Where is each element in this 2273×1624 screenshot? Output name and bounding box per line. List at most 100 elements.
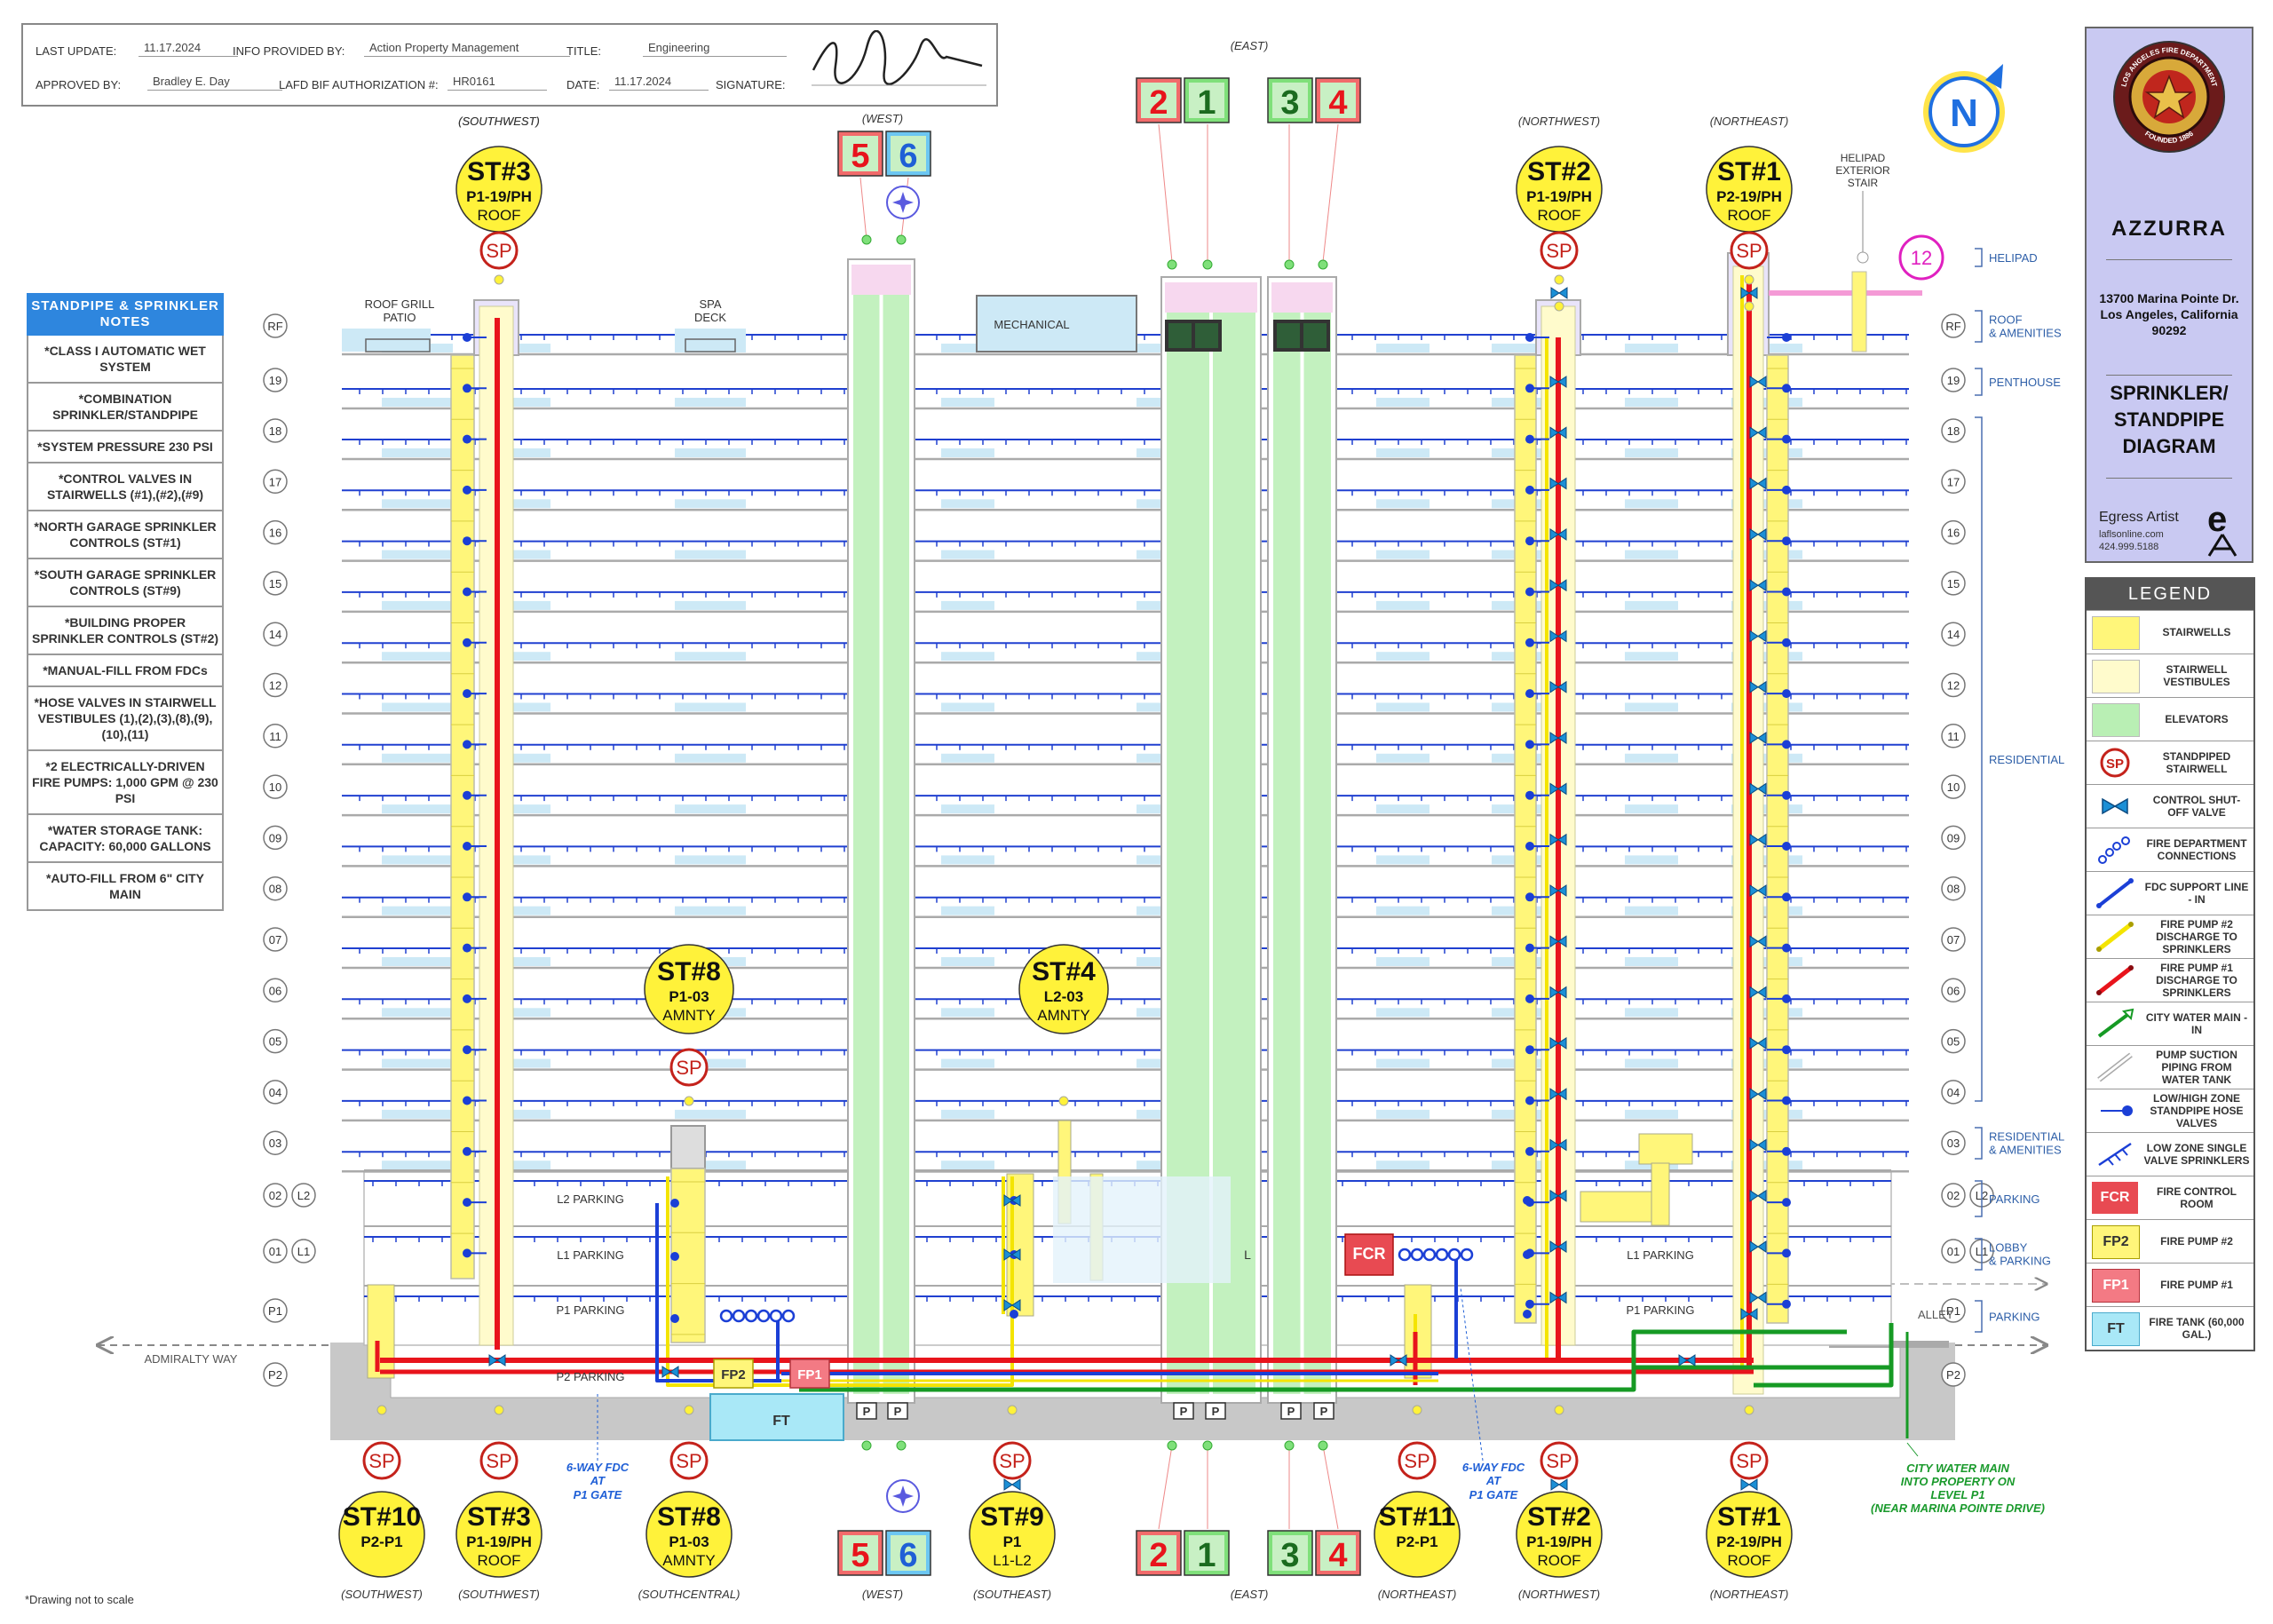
hose-valve	[463, 587, 471, 597]
note-item: *CONTROL VALVES IN STAIRWELLS (#1),(#2),…	[27, 463, 224, 511]
stair-direction: (NORTHEAST)	[1378, 1588, 1457, 1601]
stair-badge-sub2: AMNTY	[662, 1552, 716, 1569]
egress-artist-logo-icon: e	[2207, 500, 2237, 557]
elevator-number-inner	[891, 136, 926, 171]
helipad-stair-label: HELIPAD	[1841, 152, 1886, 164]
auth-value: HR0161	[447, 75, 547, 91]
window-block	[1376, 398, 1430, 407]
window-block	[675, 1161, 746, 1170]
sp-badge-icon	[1730, 1441, 1769, 1480]
window-block	[675, 1058, 746, 1068]
window-block	[1376, 804, 1430, 814]
st8-roof-access	[670, 1125, 706, 1169]
sp-label: SP	[999, 1450, 1025, 1472]
helipad-marker-label: 12	[1911, 247, 1932, 269]
ft-label: FT	[772, 1414, 790, 1429]
level-marker	[291, 1183, 316, 1208]
sp-label: SP	[1546, 1450, 1572, 1472]
note-item: *SYSTEM PRESSURE 230 PSI	[27, 432, 224, 463]
stairwell-swatch	[2092, 616, 2140, 650]
elevator-machine	[1168, 323, 1192, 348]
hose-valve	[1782, 943, 1791, 953]
stair-direction: (SOUTHWEST)	[458, 1588, 540, 1601]
control-valve-icon	[1549, 376, 1567, 388]
window-block	[497, 344, 550, 353]
level-label: 01	[269, 1245, 281, 1258]
elevator-car-lane	[853, 295, 880, 1394]
control-valve-icon	[1549, 884, 1567, 897]
control-valve-icon	[1749, 986, 1767, 999]
window-block	[675, 652, 746, 661]
marker-dot	[1744, 274, 1754, 285]
elevator-number: 4	[1328, 84, 1347, 122]
level-marker	[263, 1130, 288, 1155]
legend: LEGEND STAIRWELLS STAIRWELL VESTIBULES E…	[2085, 577, 2255, 1351]
window-block	[941, 804, 994, 814]
window-block	[1625, 957, 1678, 966]
vestibule-swatch	[2092, 660, 2140, 693]
level-marker	[263, 774, 288, 799]
p1-parking-east-label: P1 PARKING	[1626, 1303, 1694, 1317]
control-valve-icon	[1749, 833, 1767, 846]
fire-tank	[709, 1393, 844, 1441]
elevator-machine-room	[1271, 282, 1333, 313]
sp-badge-icon	[669, 1441, 709, 1480]
elevator-direction: (EAST)	[1231, 1588, 1269, 1601]
control-valve-icon	[1549, 477, 1567, 490]
level-label: 18	[1947, 424, 1960, 438]
window-block	[382, 753, 453, 763]
hose-valve	[1782, 1299, 1791, 1309]
elevator-car-lane	[1273, 313, 1301, 1394]
control-valve-icon	[661, 1366, 679, 1378]
level-marker	[1941, 774, 1966, 799]
hose-valve	[463, 689, 471, 699]
zone-label: HELIPAD	[1989, 251, 2038, 265]
stair-badge	[1374, 1491, 1461, 1578]
marker-dot	[1167, 259, 1177, 270]
legend-label: FDC SUPPORT LINE - IN	[2144, 881, 2249, 906]
window-block	[675, 499, 746, 509]
hose-valve	[1782, 587, 1791, 597]
hose-valve	[1010, 1310, 1018, 1319]
pit-box	[1205, 1402, 1226, 1420]
elevator-direction: (EAST)	[1231, 39, 1269, 52]
north-label: N	[1950, 91, 1978, 135]
fire-pump-1	[789, 1359, 830, 1389]
roof-grill-rail	[365, 338, 431, 353]
legend-label: LOW/HIGH ZONE STANDPIPE HOSE VALVES	[2150, 1092, 2244, 1129]
marker-dot	[1007, 1405, 1018, 1415]
marker-dot	[861, 234, 872, 245]
marker-dot	[1744, 301, 1754, 312]
control-valve-icon	[1749, 630, 1767, 643]
hose-valve	[463, 790, 471, 800]
window-block	[497, 957, 550, 966]
legend-row-elevators: ELEVATORS	[2087, 697, 2253, 741]
level-label: 03	[1947, 1137, 1960, 1150]
sp-badge-icon	[1398, 1441, 1437, 1480]
window-block	[382, 499, 453, 509]
signature	[812, 30, 986, 86]
stair-badge-name: ST#2	[1527, 1502, 1591, 1532]
level-marker	[263, 418, 288, 443]
legend-label: FIRE DEPARTMENT CONNECTIONS	[2146, 837, 2247, 862]
level-label: 12	[1947, 679, 1960, 693]
elevator-number: 1	[1197, 1537, 1216, 1574]
hose-valve	[1525, 587, 1534, 597]
window-block	[1625, 906, 1678, 915]
control-valve-icon	[2102, 797, 2128, 815]
stair-badge	[1706, 1491, 1793, 1578]
marker-dot	[684, 1405, 694, 1415]
level-label: 06	[1947, 984, 1960, 997]
building-name: AZZURRA	[2111, 217, 2227, 241]
stair-badge	[338, 1491, 425, 1578]
elevator-number-inner	[1320, 83, 1356, 118]
control-valve-icon	[1549, 1291, 1567, 1304]
note-item: *HOSE VALVES IN STAIRWELL VESTIBULES (1)…	[27, 687, 224, 751]
control-valve-icon	[1003, 1299, 1021, 1311]
hose-valve	[463, 638, 471, 647]
level-marker	[1941, 875, 1966, 901]
sp-label: SP	[1736, 1450, 1762, 1472]
stair-badge-sub: P2-19/PH	[1716, 188, 1782, 205]
control-valve-icon	[1749, 782, 1767, 796]
